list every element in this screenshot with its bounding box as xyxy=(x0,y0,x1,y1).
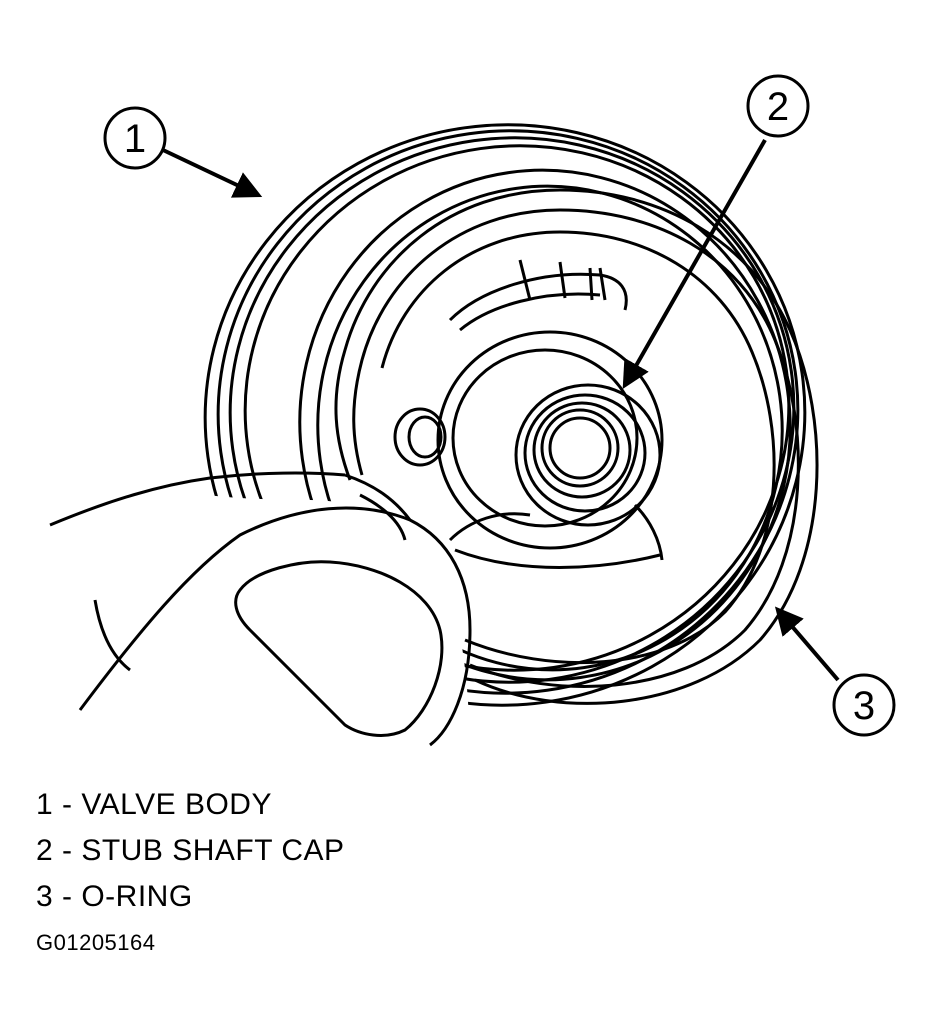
callout-2-arrow xyxy=(622,139,767,390)
figure-id: G01205164 xyxy=(36,930,156,955)
callout-2-number: 2 xyxy=(767,85,789,129)
callout-1-number: 1 xyxy=(124,117,146,161)
stub-shaft-cap xyxy=(514,383,662,527)
legend-item-valve-body: 1 - VALVE BODY xyxy=(36,788,272,821)
parts-legend: 1 - VALVE BODY 2 - STUB SHAFT CAP 3 - O-… xyxy=(36,782,345,920)
callout-3-arrow xyxy=(774,606,840,682)
callout-1-circle xyxy=(103,106,167,170)
legend-item-stub-shaft-cap: 2 - STUB SHAFT CAP xyxy=(36,834,345,867)
callout-2: 2 xyxy=(622,74,810,390)
valve-body-illustration: 1 2 3 xyxy=(49,74,896,747)
valve-body-face xyxy=(393,259,664,569)
callout-1-arrow xyxy=(162,148,263,198)
callout-3: 3 xyxy=(774,606,896,737)
o-ring xyxy=(334,188,819,705)
callout-3-number: 3 xyxy=(853,684,875,728)
legend-item-o-ring: 3 - O-RING xyxy=(36,880,193,913)
callout-3-circle xyxy=(832,673,896,737)
callout-2-circle xyxy=(746,74,810,138)
callout-1: 1 xyxy=(103,106,263,198)
technician-hand xyxy=(49,471,472,747)
